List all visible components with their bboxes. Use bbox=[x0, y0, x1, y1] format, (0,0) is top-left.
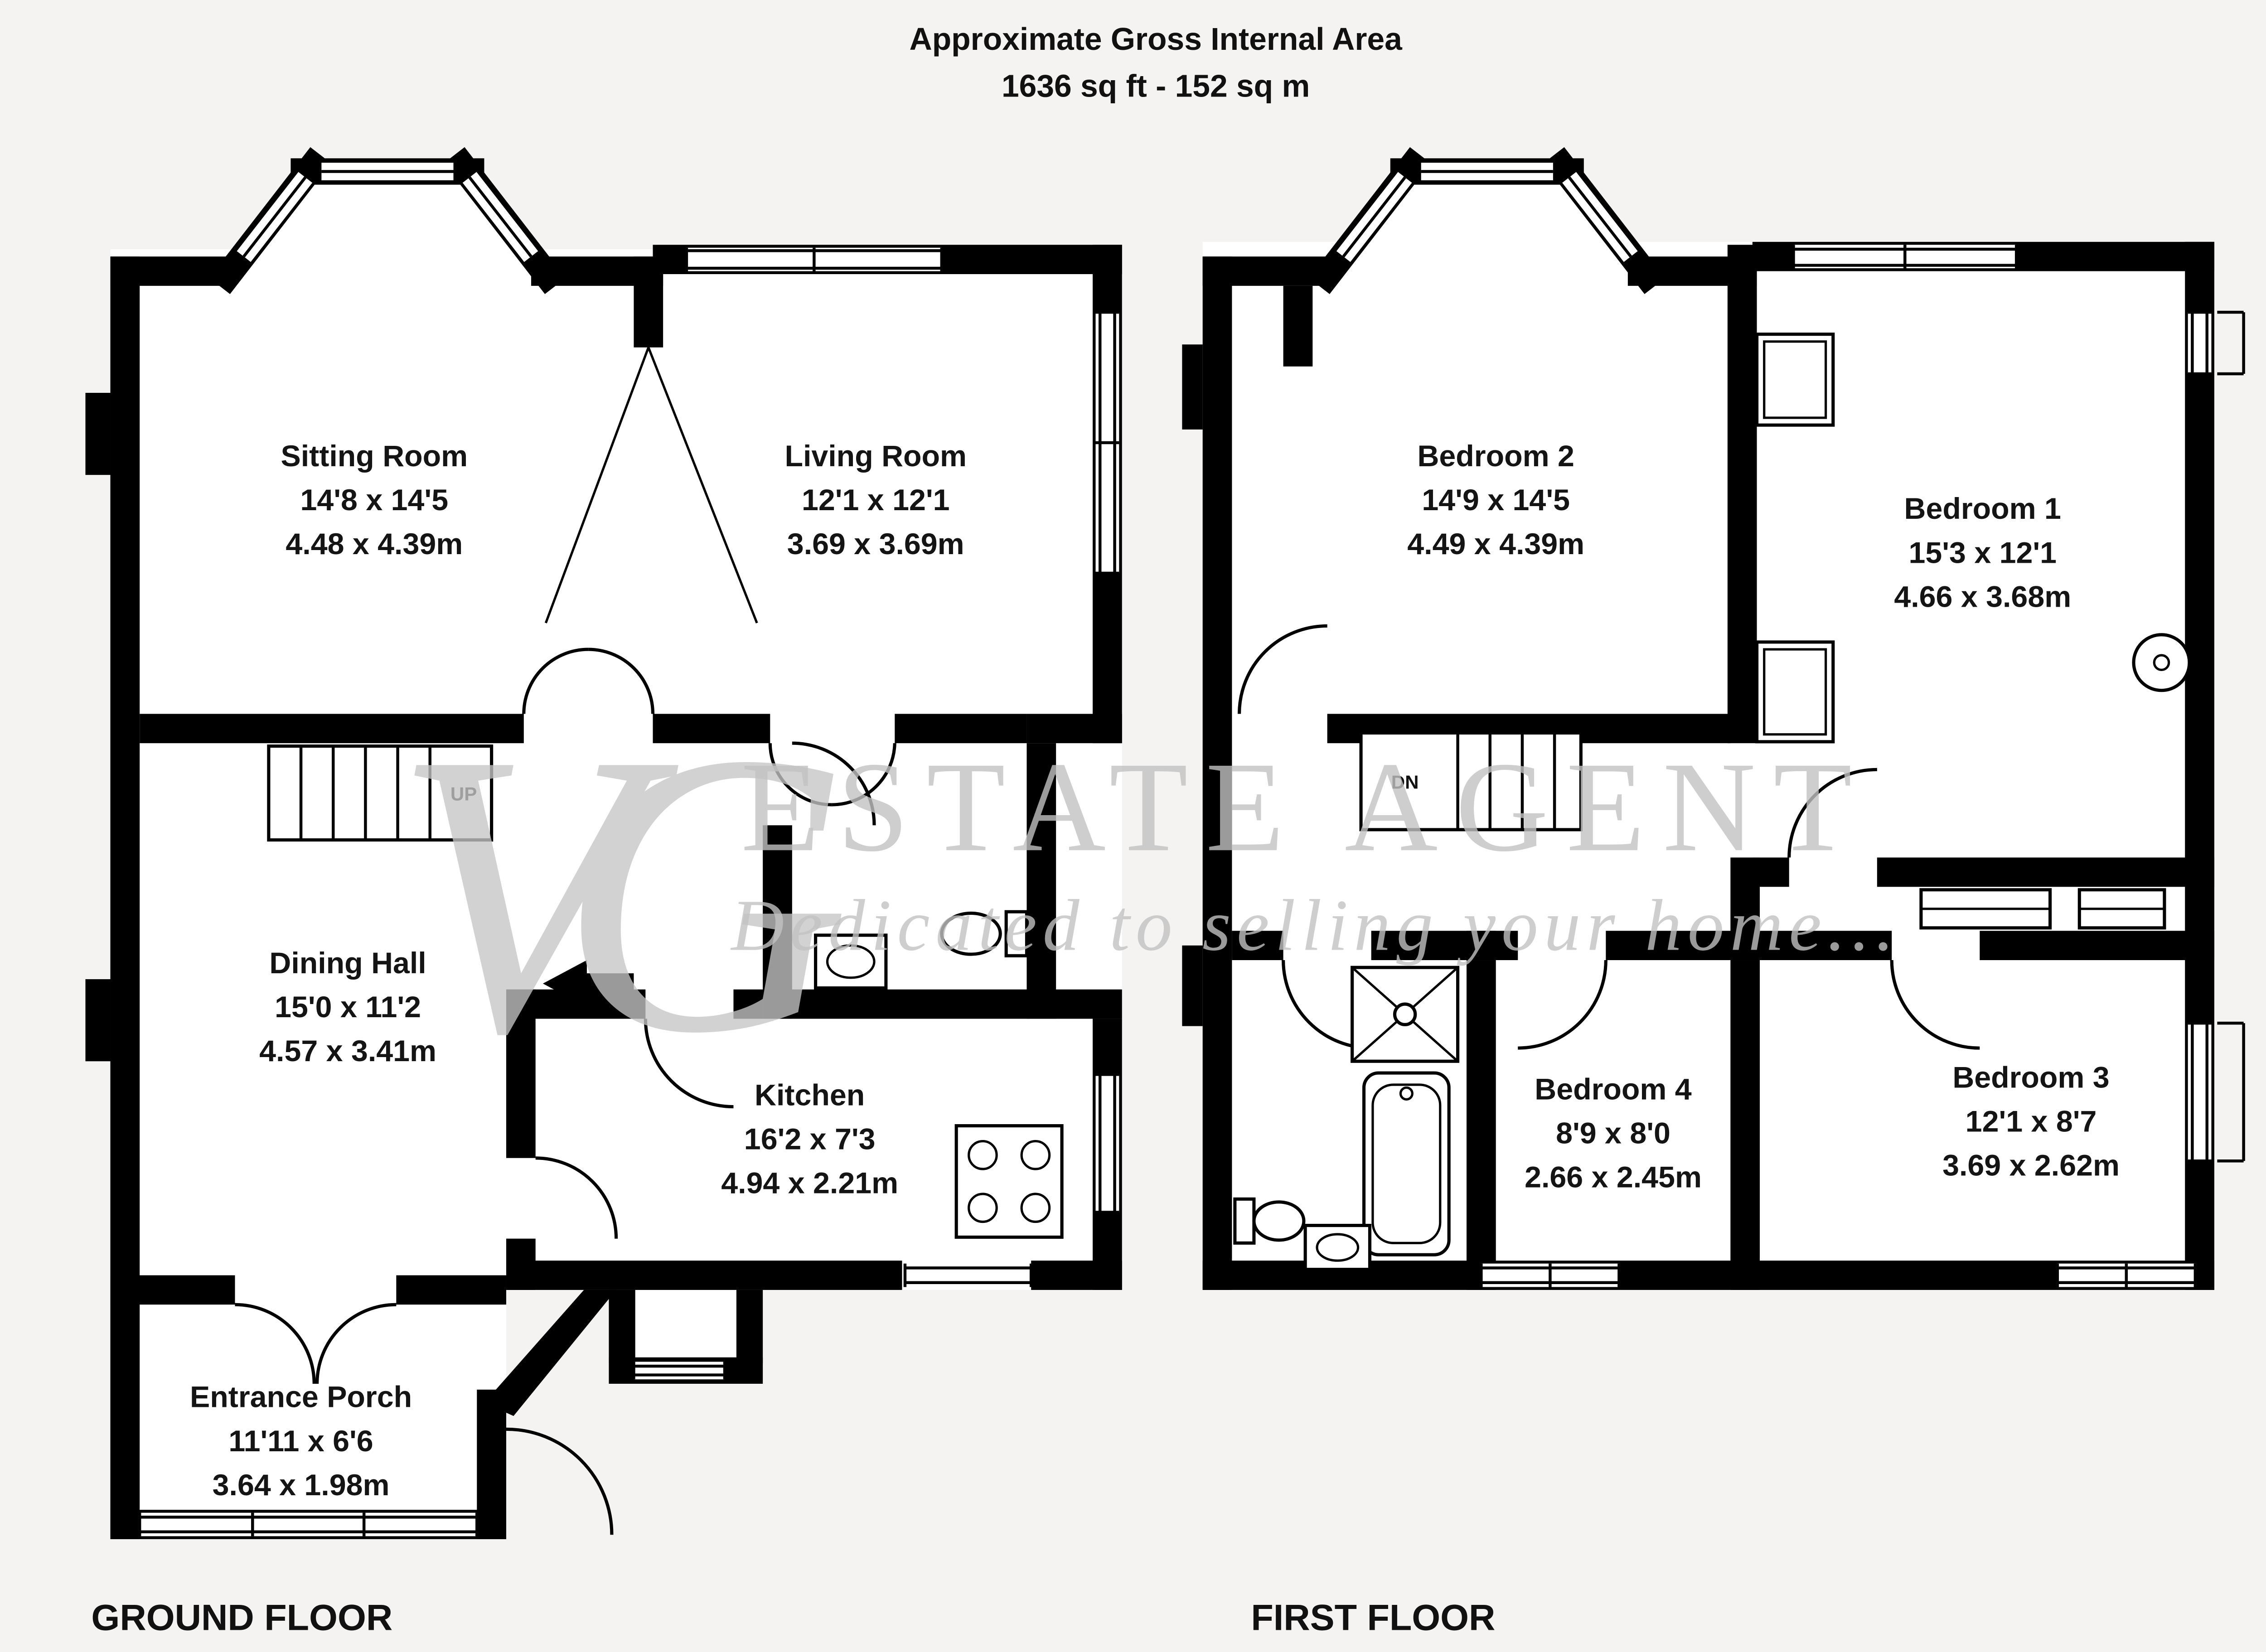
window-bathroom-bottom bbox=[1480, 1263, 1621, 1287]
window-porch-front bbox=[138, 1512, 479, 1536]
door-bedroom4 bbox=[1518, 960, 1608, 1050]
wardrobe bbox=[1755, 333, 1835, 744]
header: Approximate Gross Internal Area 1636 sq … bbox=[909, 21, 1403, 104]
sink-icon bbox=[814, 933, 888, 990]
room-label-bedroom-4: Bedroom 4 8'9 x 8'0 2.66 x 2.45m bbox=[1525, 1072, 1702, 1194]
door-wc bbox=[792, 741, 876, 826]
room-label-dining-hall: Dining Hall 15'0 x 11'2 4.57 x 3.41m bbox=[259, 947, 436, 1068]
window-living-room-right bbox=[1095, 310, 1119, 575]
window-bedroom3-right bbox=[2188, 1021, 2245, 1163]
room-imperial: 16'2 x 7'3 bbox=[744, 1122, 876, 1156]
room-imperial: 8'9 x 8'0 bbox=[1556, 1116, 1670, 1150]
bay-window bbox=[1308, 147, 1666, 295]
door-kitchen-rear bbox=[535, 1156, 618, 1239]
door-side-entrance bbox=[506, 1427, 614, 1535]
room-metric: 2.66 x 2.45m bbox=[1525, 1160, 1702, 1194]
room-name: Dining Hall bbox=[269, 947, 426, 980]
window-bedroom1-right bbox=[2188, 310, 2245, 376]
room-metric: 4.94 x 2.21m bbox=[721, 1166, 898, 1200]
door-bedroom2 bbox=[1237, 624, 1327, 714]
room-metric: 3.69 x 3.69m bbox=[787, 527, 964, 561]
double-door-living-room bbox=[768, 743, 896, 807]
ground-floor-walls bbox=[85, 245, 1122, 1539]
ground-floor-caption: GROUND FLOOR bbox=[91, 1597, 392, 1638]
room-name: Sitting Room bbox=[281, 440, 468, 473]
door-bedroom1 bbox=[1787, 768, 1877, 858]
window-kitchen-bay bbox=[632, 1362, 726, 1380]
window-bedroom3-bottom bbox=[2056, 1263, 2197, 1287]
room-metric: 4.48 x 4.39m bbox=[286, 527, 463, 561]
room-imperial: 12'1 x 8'7 bbox=[1966, 1105, 2097, 1139]
room-imperial: 14'8 x 14'5 bbox=[300, 483, 449, 517]
watermark-name: ESTATE AGENT bbox=[741, 735, 1870, 878]
window-kitchen-right bbox=[1095, 1073, 1119, 1214]
landing-cupboards bbox=[1919, 888, 2166, 930]
room-metric: 3.69 x 2.62m bbox=[1942, 1149, 2120, 1183]
room-imperial: 14'9 x 14'5 bbox=[1422, 483, 1570, 517]
stairs-up-label: UP bbox=[450, 783, 477, 804]
room-imperial: 11'11 x 6'6 bbox=[228, 1425, 373, 1458]
room-metric: 3.64 x 1.98m bbox=[213, 1468, 390, 1502]
first-floor-caption: FIRST FLOOR bbox=[1251, 1597, 1495, 1638]
room-label-bedroom-3: Bedroom 3 12'1 x 8'7 3.69 x 2.62m bbox=[1942, 1061, 2120, 1182]
shower-icon bbox=[1351, 966, 1460, 1063]
toilet-icon bbox=[940, 910, 1029, 957]
room-imperial: 15'3 x 12'1 bbox=[1908, 536, 2057, 570]
room-label-sitting-room: Sitting Room 14'8 x 14'5 4.48 x 4.39m bbox=[281, 440, 468, 561]
first-floor-plan: DN bbox=[1182, 147, 2245, 1290]
hob-icon bbox=[954, 1124, 1064, 1239]
entrance-arrow-icon bbox=[542, 960, 634, 1007]
room-name: Bedroom 1 bbox=[1904, 492, 2061, 526]
bath-icon bbox=[1362, 1071, 1451, 1256]
door-kitchen bbox=[644, 1019, 734, 1109]
room-label-entrance-porch: Entrance Porch 11'11 x 6'6 3.64 x 1.98m bbox=[190, 1381, 412, 1502]
window-living-room-top bbox=[685, 247, 944, 271]
room-metric: 4.66 x 3.68m bbox=[1894, 580, 2071, 613]
sink-icon bbox=[1303, 1224, 1372, 1271]
page-subtitle: 1636 sq ft - 152 sq m bbox=[1002, 68, 1310, 104]
bay-window bbox=[209, 147, 566, 295]
page-title: Approximate Gross Internal Area bbox=[909, 21, 1403, 57]
room-metric: 4.49 x 4.39m bbox=[1407, 527, 1584, 561]
room-label-kitchen: Kitchen 16'2 x 7'3 4.94 x 2.21m bbox=[721, 1078, 898, 1200]
room-metric: 4.57 x 3.41m bbox=[259, 1034, 436, 1068]
toilet-icon bbox=[1233, 1197, 1306, 1245]
room-label-living-room: Living Room 12'1 x 12'1 3.69 x 3.69m bbox=[784, 440, 967, 561]
window-bedroom1-top bbox=[1792, 245, 2018, 269]
room-name: Bedroom 3 bbox=[1952, 1061, 2109, 1094]
double-door-porch bbox=[235, 1303, 397, 1384]
staircase-up: UP bbox=[267, 744, 494, 842]
room-imperial: 12'1 x 12'1 bbox=[802, 483, 950, 517]
room-name: Living Room bbox=[784, 440, 967, 473]
round-basin-icon bbox=[2132, 633, 2191, 692]
room-name: Entrance Porch bbox=[190, 1381, 412, 1414]
room-label-bedroom-2: Bedroom 2 14'9 x 14'5 4.49 x 4.39m bbox=[1407, 440, 1584, 561]
room-name: Bedroom 4 bbox=[1535, 1072, 1691, 1106]
double-door-sitting-room bbox=[522, 647, 655, 714]
door-bedroom3 bbox=[1890, 960, 1980, 1050]
room-name: Bedroom 2 bbox=[1418, 440, 1574, 473]
staircase-down: DN bbox=[1359, 731, 1583, 831]
room-imperial: 15'0 x 11'2 bbox=[275, 990, 421, 1024]
open-archway bbox=[544, 347, 758, 623]
window-kitchen-bottom bbox=[903, 1263, 1033, 1287]
ground-floor-plan: UP Sitting Room 14'8 x 14'5 4.48 x 4.39m bbox=[85, 147, 1122, 1539]
room-name: Kitchen bbox=[755, 1078, 865, 1112]
watermark-tagline: Dedicated to selling your home... bbox=[730, 884, 1900, 966]
stairs-down-label: DN bbox=[1391, 772, 1419, 793]
room-label-bedroom-1: Bedroom 1 15'3 x 12'1 4.66 x 3.68m bbox=[1894, 492, 2071, 613]
